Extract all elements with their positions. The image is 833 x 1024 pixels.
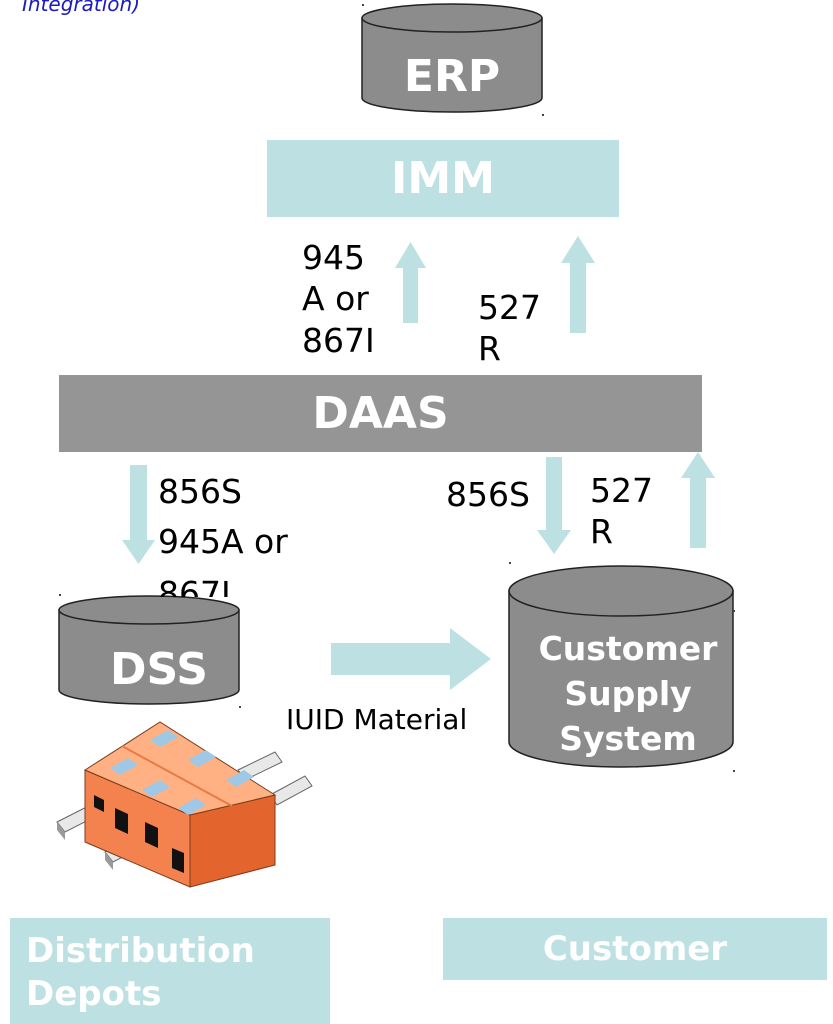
flow-945a-line-2: A or	[302, 279, 369, 319]
flow-dss-line-3-clipped: 867I	[158, 573, 231, 597]
flow-945a-line-3: 867I	[302, 320, 375, 360]
erp-cylinder	[361, 3, 543, 113]
customer-supply-line-1: Customer	[538, 629, 718, 668]
customer-supply-line-3: System	[559, 719, 697, 758]
distribution-depots-line-2: Depots	[26, 973, 162, 1014]
arrow-down-856s-dss	[122, 465, 155, 564]
erp-label: ERP	[403, 51, 501, 102]
distribution-depots-line-1: Distribution	[26, 931, 255, 971]
flow-dss-line-1: 856S	[158, 472, 242, 511]
flow-527r-imm-line-1: 527	[478, 288, 541, 327]
selection-dot	[509, 562, 511, 564]
flow-label-856s-customer: 856S	[446, 475, 530, 514]
flow-dss-line-3: 867I	[158, 574, 231, 597]
selection-dot	[542, 114, 544, 116]
flow-label-iuid-material: IUID Material	[286, 703, 468, 736]
flow-945a-line-1: 945	[302, 238, 365, 277]
arrow-right-iuid	[331, 628, 491, 690]
flow-label-527r-imm: 527 R	[478, 287, 541, 370]
flow-527r-daas-line-2: R	[590, 512, 613, 552]
flow-dss-line-2: 945A or	[158, 521, 288, 561]
daas-label: DAAS	[312, 388, 449, 439]
dss-cylinder	[58, 595, 240, 705]
customer-supply-line-2: Supply	[564, 674, 692, 713]
flow-527r-daas-line-1: 527	[590, 471, 653, 510]
selection-dot	[362, 4, 364, 6]
customer-supply-cylinder	[508, 565, 734, 768]
arrow-down-856s-customer	[537, 457, 571, 554]
arrow-up-945a	[395, 242, 426, 323]
daas-box: DAAS	[59, 375, 702, 452]
flow-label-dss: 856S 945A or	[158, 467, 288, 566]
arrow-up-527r-imm	[561, 236, 595, 333]
arrow-up-527r-daas	[681, 452, 715, 548]
selection-dot	[59, 594, 61, 596]
imm-label: IMM	[391, 153, 495, 204]
selection-dot	[733, 610, 735, 612]
customer-supply-system-label: Customer Supply System	[509, 626, 747, 761]
dss-label: DSS	[110, 644, 208, 695]
selection-dot	[239, 706, 241, 708]
flow-label-945a-867i: 945 A or 867I	[302, 237, 375, 361]
flow-label-527r-daas: 527 R	[590, 470, 653, 553]
warehouse-icon	[56, 721, 313, 888]
selection-dot	[733, 770, 735, 772]
imm-box: IMM	[267, 140, 619, 217]
flow-527r-imm-line-2: R	[478, 329, 501, 369]
customer-box: Customer	[443, 918, 827, 980]
distribution-depots-box: Distribution Depots	[10, 918, 330, 1024]
distribution-depots-label: Distribution Depots	[26, 930, 255, 1015]
customer-label: Customer	[542, 929, 728, 969]
header-note: Integration)	[22, 0, 141, 16]
